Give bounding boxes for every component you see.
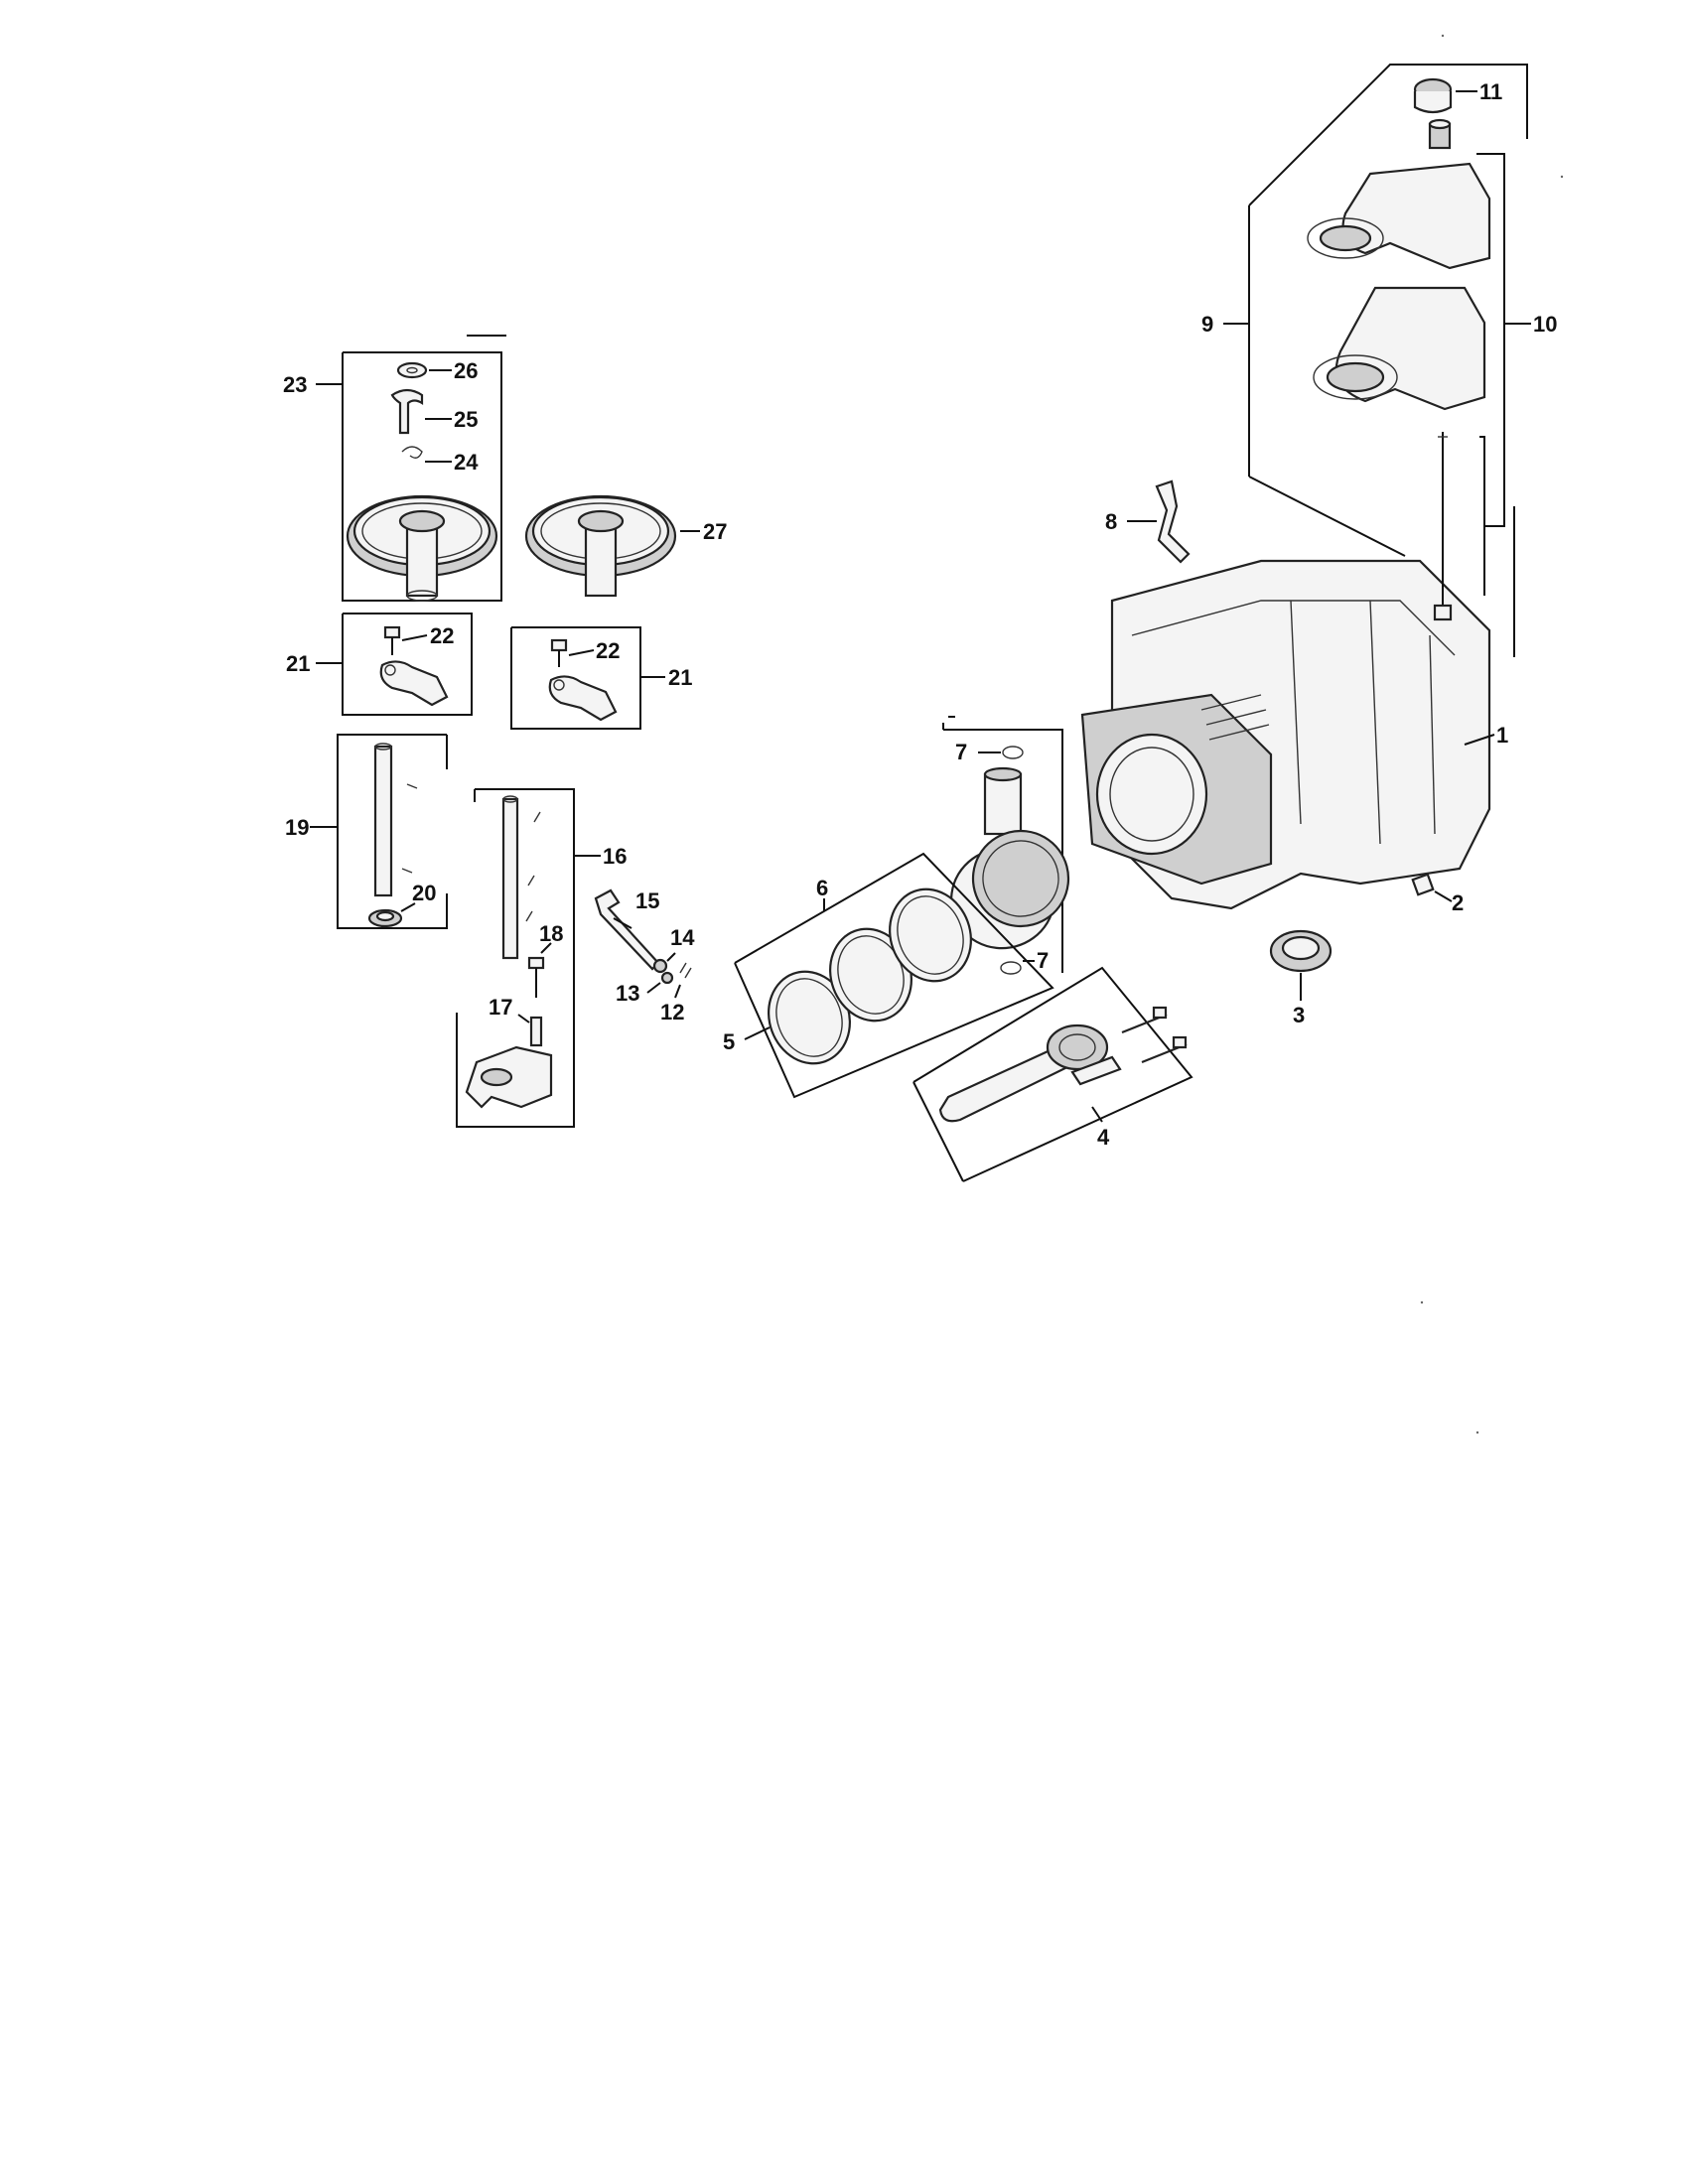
callout-1: 1 [1496, 723, 1508, 748]
callout-11: 11 [1479, 79, 1502, 104]
callout-26: 26 [454, 358, 478, 383]
group-16-bracket [456, 788, 601, 1128]
callout-27: 27 [703, 519, 727, 544]
cam-gear-27 [524, 494, 700, 598]
group-23-bracket [316, 335, 506, 602]
piston [950, 829, 1070, 950]
rocker-arm-21-left [379, 660, 449, 707]
callout-24: 24 [454, 450, 479, 475]
callout-22-left: 22 [430, 623, 454, 648]
bolt-22-left [383, 625, 428, 655]
valve-cover-top [1307, 162, 1491, 270]
seal-20 [367, 902, 416, 928]
piston-ring-3 [889, 887, 972, 983]
callout-14: 14 [670, 925, 695, 950]
cam-gear-23 [346, 494, 498, 602]
callout-10: 10 [1533, 312, 1557, 337]
callout-21-left: 21 [286, 651, 310, 676]
callout-5: 5 [723, 1029, 735, 1054]
group-21-left-bracket [316, 613, 473, 716]
callout-8: 8 [1105, 509, 1117, 534]
governor-washer-26 [396, 361, 452, 379]
group-21-right-bracket [510, 626, 665, 730]
governor-clip-24 [401, 446, 452, 463]
bolt-22-right [550, 638, 595, 667]
callout-19: 19 [285, 815, 309, 840]
shaft-16 [501, 795, 541, 960]
rod-bolts [1121, 1006, 1188, 1064]
callout-25: 25 [454, 407, 478, 432]
callout-16: 16 [603, 844, 627, 869]
shaft-19 [373, 743, 418, 897]
retainer-7-bottom [1000, 960, 1035, 975]
callout-7-top: 7 [955, 740, 967, 764]
callout-17: 17 [489, 995, 512, 1020]
ring-set-bracket [734, 852, 1054, 1099]
callout-21-right: 21 [668, 665, 692, 690]
oil-pump-body [465, 1045, 553, 1109]
callout-7-bottom: 7 [1037, 948, 1049, 973]
clip-12 [674, 962, 692, 999]
rocker-arm-21-right [548, 675, 618, 722]
callout-9: 9 [1201, 312, 1213, 337]
callout-2: 2 [1452, 890, 1464, 915]
oil-seal-3 [1269, 929, 1333, 1001]
breather-tube-8 [1127, 479, 1191, 564]
group-9-bracket [1223, 64, 1528, 557]
connecting-rod-4 [938, 1024, 1122, 1123]
tube-15 [594, 888, 660, 971]
drain-plug-2 [1411, 873, 1453, 902]
callout-23: 23 [283, 372, 307, 397]
spacer [1428, 118, 1452, 150]
scan-specks [1420, 34, 1564, 1434]
washer-14 [652, 952, 676, 974]
valve-cover-gasket [1313, 286, 1486, 411]
callout-22-right: 22 [596, 638, 620, 663]
callout-labels: 1 2 3 4 5 6 7 7 8 9 10 11 12 13 14 15 16… [283, 79, 1557, 1150]
bolt-18 [527, 942, 552, 998]
group-19-bracket [310, 734, 448, 929]
callout-6: 6 [816, 876, 828, 900]
callout-15: 15 [635, 888, 659, 913]
governor-shaft-25 [390, 388, 452, 435]
retainer-7-top [978, 746, 1024, 759]
callout-12: 12 [660, 1000, 684, 1024]
piston-pin [983, 766, 1023, 836]
long-bolt [1433, 432, 1453, 621]
callout-13: 13 [616, 981, 639, 1006]
grommet-11 [1413, 77, 1477, 114]
pin-17 [517, 1014, 543, 1047]
callout-18: 18 [539, 921, 563, 946]
callout-3: 3 [1293, 1003, 1305, 1027]
washer-13 [646, 971, 674, 994]
cylinder-bore [1080, 693, 1273, 886]
crankcase-leader-1 [1464, 734, 1495, 746]
callout-20: 20 [412, 881, 436, 905]
callout-4: 4 [1097, 1125, 1110, 1150]
group-10-bracket [1476, 153, 1531, 657]
